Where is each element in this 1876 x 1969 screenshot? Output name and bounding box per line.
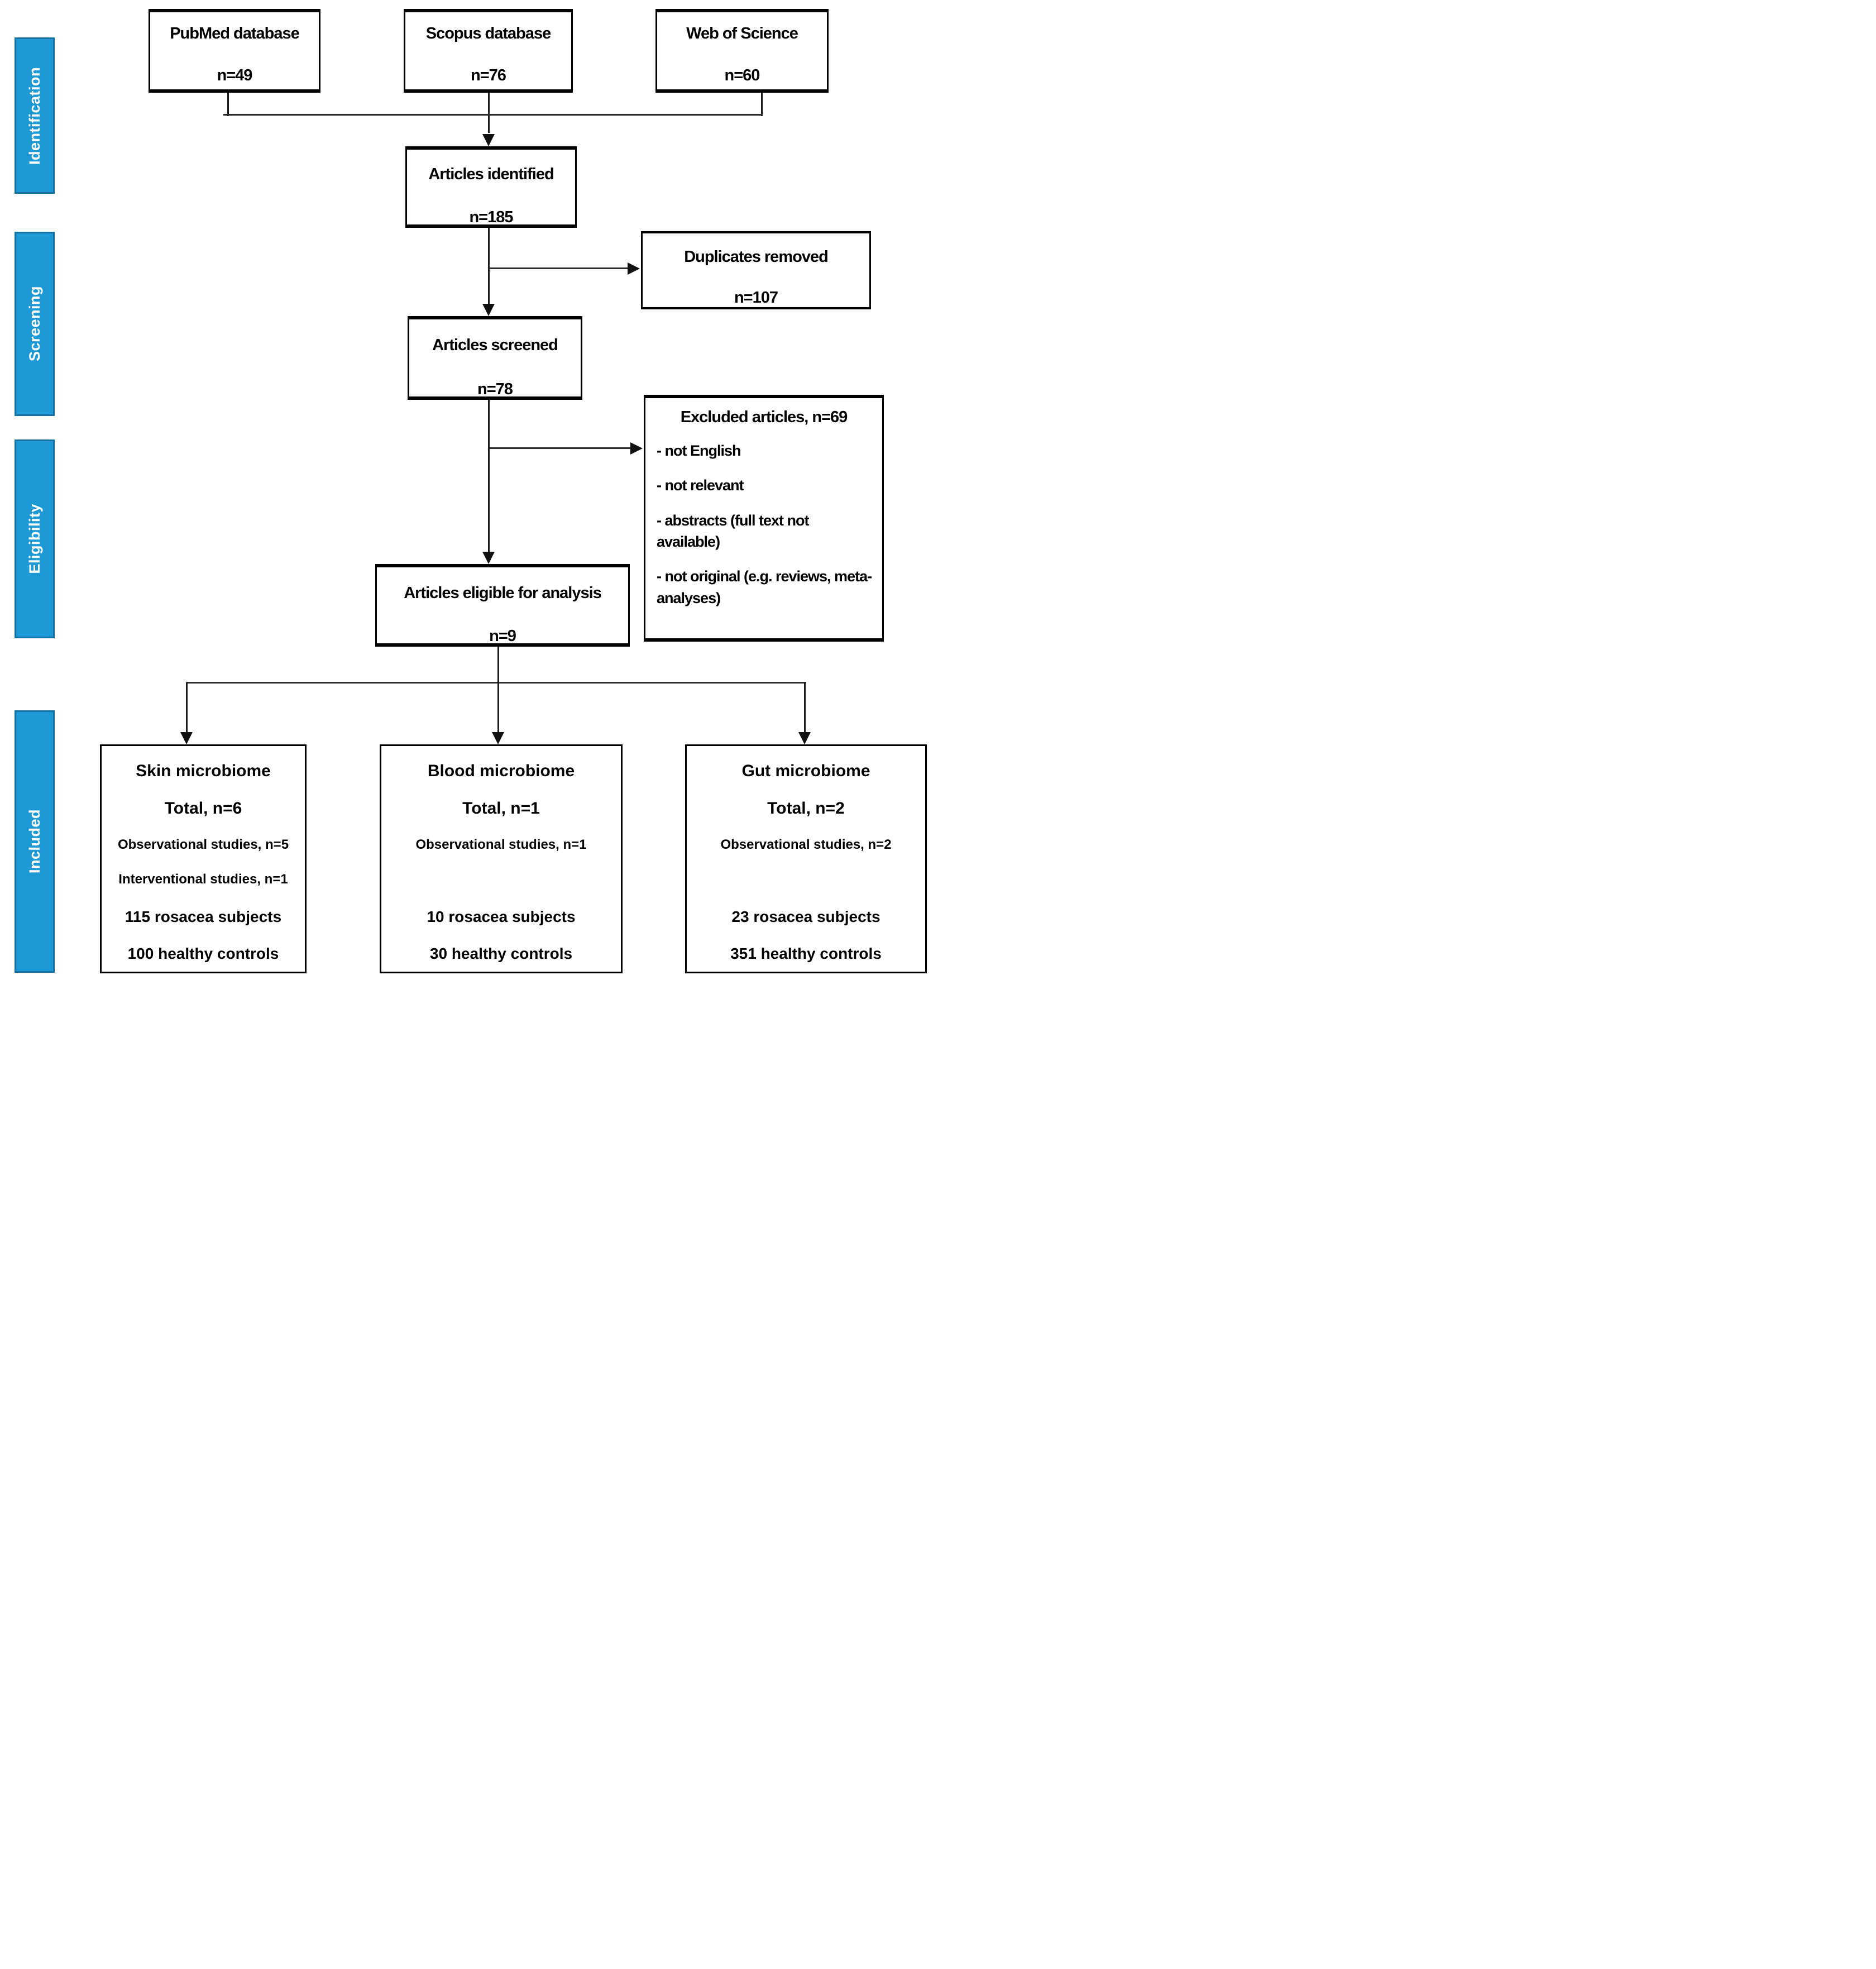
arrow-right-icon xyxy=(630,442,643,455)
box-blood-microbiome: Blood microbiome Total, n=1 Observationa… xyxy=(380,744,623,973)
box-excluded-articles: Excluded articles, n=69 - not English - … xyxy=(644,395,884,642)
box-web-of-science-title: Web of Science xyxy=(686,25,798,42)
articles-screened-title: Articles screened xyxy=(432,336,558,354)
excluded-reason-item: - abstracts (full text not available) xyxy=(657,512,810,550)
connector-sources-merge-line xyxy=(223,114,763,116)
box-pubmed-count: n=49 xyxy=(217,66,253,84)
connector-gut-stem xyxy=(804,682,806,733)
stage-included-label: Included xyxy=(26,809,43,874)
box-scopus-database: Scopus database n=76 xyxy=(404,9,573,93)
arrow-down-icon xyxy=(798,732,811,744)
connector-duplicates-branch xyxy=(489,267,628,269)
connector-included-split-line xyxy=(186,682,806,684)
excluded-reason-item: - not English xyxy=(657,442,741,459)
arrow-down-icon xyxy=(492,732,504,744)
box-web-of-science-count: n=60 xyxy=(724,66,760,84)
articles-identified-title: Articles identified xyxy=(428,165,554,183)
excluded-reasons-list: - not English - not relevant - abstracts… xyxy=(645,440,882,609)
box-articles-identified: Articles identified n=185 xyxy=(405,146,577,228)
skin-observational-line: Observational studies, n=5 xyxy=(117,837,289,852)
articles-screened-count: n=78 xyxy=(477,380,513,398)
gut-microbiome-title: Gut microbiome xyxy=(741,762,870,780)
box-duplicates-removed: Duplicates removed n=107 xyxy=(641,231,871,309)
blood-microbiome-total: Total, n=1 xyxy=(462,799,540,818)
stage-screening: Screening xyxy=(15,232,55,416)
connector-identified-to-screened xyxy=(488,228,490,304)
excluded-reason-item: - not relevant xyxy=(657,477,744,494)
skin-subjects-line: 115 rosacea subjects xyxy=(125,908,282,925)
connector-wos-stub xyxy=(761,93,763,116)
connector-skin-stem xyxy=(186,682,188,733)
box-pubmed-database: PubMed database n=49 xyxy=(149,9,320,93)
arrow-down-icon xyxy=(180,732,193,744)
stage-eligibility-label: Eligibility xyxy=(26,504,43,574)
skin-controls-line: 100 healthy controls xyxy=(127,945,279,962)
box-web-of-science: Web of Science n=60 xyxy=(655,9,829,93)
blood-microbiome-title: Blood microbiome xyxy=(427,762,575,780)
skin-microbiome-total: Total, n=6 xyxy=(164,799,242,818)
duplicates-removed-title: Duplicates removed xyxy=(684,248,829,266)
stage-eligibility: Eligibility xyxy=(15,439,55,638)
gut-microbiome-total: Total, n=2 xyxy=(767,799,845,818)
connector-scopus-stub xyxy=(488,93,490,133)
arrow-down-icon xyxy=(482,134,495,146)
blood-subjects-line: 10 rosacea subjects xyxy=(427,908,576,925)
box-gut-microbiome: Gut microbiome Total, n=2 Observational … xyxy=(685,744,927,973)
connector-pubmed-stub xyxy=(227,93,229,116)
stage-identification-label: Identification xyxy=(26,66,43,165)
arrow-right-icon xyxy=(628,262,640,275)
gut-controls-line: 351 healthy controls xyxy=(730,945,882,962)
box-scopus-count: n=76 xyxy=(471,66,506,84)
connector-eligible-stem xyxy=(497,647,499,684)
articles-identified-count: n=185 xyxy=(469,208,513,226)
arrow-down-icon xyxy=(482,552,495,564)
gut-subjects-line: 23 rosacea subjects xyxy=(731,908,880,925)
skin-interventional-line: Interventional studies, n=1 xyxy=(118,872,288,887)
stage-identification: Identification xyxy=(15,37,55,194)
box-pubmed-title: PubMed database xyxy=(170,25,300,42)
articles-eligible-title: Articles eligible for analysis xyxy=(404,584,602,602)
blood-observational-line: Observational studies, n=1 xyxy=(415,837,587,852)
prisma-flow-diagram: Identification Screening Eligibility Inc… xyxy=(0,0,938,984)
arrow-down-icon xyxy=(482,304,495,316)
articles-eligible-count: n=9 xyxy=(489,627,516,645)
gut-observational-line: Observational studies, n=2 xyxy=(720,837,892,852)
connector-blood-stem xyxy=(497,682,499,733)
duplicates-removed-count: n=107 xyxy=(734,289,778,307)
blood-controls-line: 30 healthy controls xyxy=(429,945,573,962)
excluded-reason-item: - not original (e.g. reviews, meta-analy… xyxy=(657,568,872,606)
box-scopus-title: Scopus database xyxy=(425,25,552,42)
box-articles-eligible: Articles eligible for analysis n=9 xyxy=(375,564,630,647)
box-articles-screened: Articles screened n=78 xyxy=(408,316,582,400)
excluded-articles-title: Excluded articles, n=69 xyxy=(680,408,848,426)
box-skin-microbiome: Skin microbiome Total, n=6 Observational… xyxy=(100,744,307,973)
skin-microbiome-title: Skin microbiome xyxy=(136,762,271,780)
connector-screened-to-eligible xyxy=(488,400,490,552)
stage-included: Included xyxy=(15,710,55,973)
stage-screening-label: Screening xyxy=(26,286,43,362)
connector-excluded-branch xyxy=(489,447,630,449)
